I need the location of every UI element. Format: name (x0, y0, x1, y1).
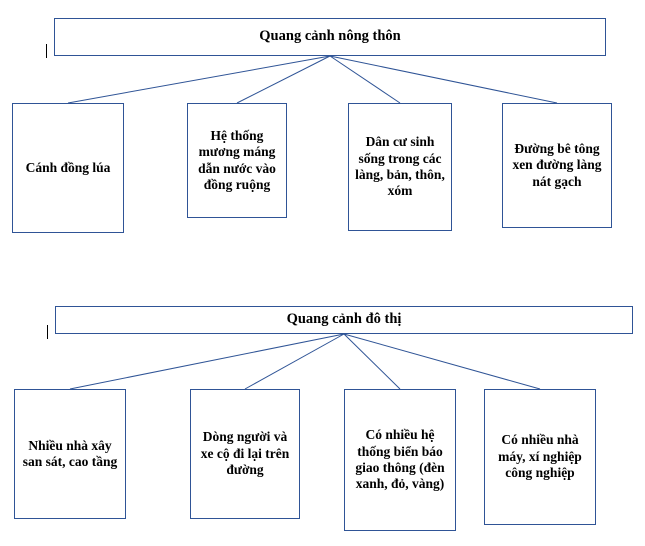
rural-root-node[interactable]: Quang cảnh nông thôn (54, 18, 606, 56)
urban-child-node-4[interactable]: Có nhiều nhà máy, xí nghiệp công nghiệp (484, 389, 596, 525)
urban-root-node[interactable]: Quang cảnh đô thị (55, 306, 633, 334)
rural-child-node-2[interactable]: Hệ thống mương máng dẫn nước vào đồng ru… (187, 103, 287, 218)
rural-child-node-4[interactable]: Đường bê tông xen đường làng nát gạch (502, 103, 612, 228)
rural-child-node-3[interactable]: Dân cư sinh sống trong các làng, bản, th… (348, 103, 452, 231)
urban-child-node-3[interactable]: Có nhiều hệ thống biển báo giao thông (đ… (344, 389, 456, 531)
urban-child-node-1[interactable]: Nhiều nhà xây san sát, cao tầng (14, 389, 126, 519)
urban-root-tick-mark (47, 325, 48, 339)
rural-root-tick-mark (46, 44, 47, 58)
urban-child-node-2[interactable]: Dòng người và xe cộ đi lại trên đường (190, 389, 300, 519)
rural-child-node-1[interactable]: Cánh đồng lúa (12, 103, 124, 233)
